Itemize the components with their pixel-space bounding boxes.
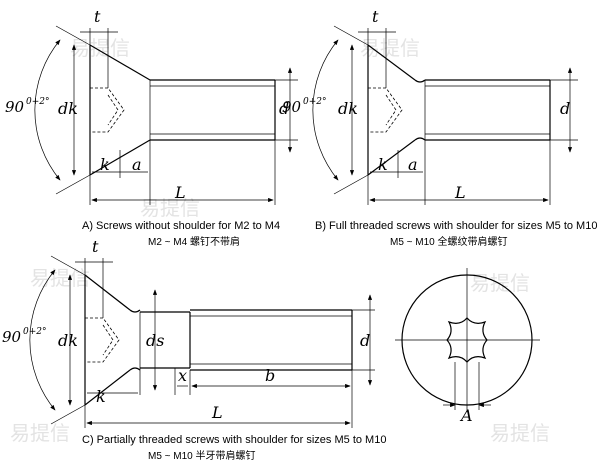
label-b: b: [265, 366, 275, 385]
caption-a-zh: M2 ~ M4 螺钉不带肩: [148, 235, 240, 248]
label-dk: dk: [58, 99, 78, 118]
label-k: k: [100, 155, 110, 174]
figure-a: t dk d k a L 90 0+2° A) Screws without s…: [5, 7, 298, 248]
label-ds: ds: [146, 331, 164, 350]
angle-base: 90: [2, 328, 22, 346]
figure-c: t dk ds d k x b L 90 0+2° C) Partially t…: [2, 237, 386, 462]
angle-tolerance: 0+2°: [303, 97, 327, 107]
label-dk: dk: [58, 331, 78, 350]
watermark-text: 易提信: [70, 36, 130, 60]
angle-base: 90: [282, 98, 302, 116]
caption-c-en: C) Partially threaded screws with should…: [82, 434, 386, 446]
label-x: x: [178, 366, 187, 385]
label-k: k: [96, 387, 106, 406]
label-k: k: [378, 155, 388, 174]
watermark-group: 易提信 易提信 易提信 易提信 易提信 易提信 易提信: [10, 36, 550, 445]
label-t: t: [94, 7, 101, 26]
label-d: d: [279, 99, 289, 118]
watermark-text: 易提信: [490, 421, 550, 445]
watermark-text: 易提信: [360, 36, 420, 60]
caption-c-zh: M5 ~ M10 半牙带肩螺钉: [148, 449, 256, 462]
label-t: t: [92, 237, 99, 256]
angle-tolerance: 0+2°: [26, 97, 50, 107]
label-L: L: [454, 183, 466, 202]
label-L: L: [211, 403, 223, 422]
label-d: d: [360, 331, 370, 350]
caption-b-en: B) Full threaded screws with shoulder fo…: [315, 220, 597, 232]
watermark-text: 易提信: [10, 421, 70, 445]
angle-base: 90: [5, 98, 25, 116]
label-t: t: [372, 7, 379, 26]
label-dk: dk: [338, 99, 358, 118]
label-A: A: [459, 406, 473, 425]
figure-b: t dk d k a L 90 0+2° B) Full threaded sc…: [282, 7, 597, 248]
watermark-text: 易提信: [140, 196, 200, 220]
figure-d-top-view: A: [395, 268, 540, 425]
label-L: L: [174, 183, 186, 202]
watermark-text: 易提信: [470, 271, 530, 295]
label-a: a: [132, 155, 142, 174]
label-d: d: [560, 99, 570, 118]
caption-a-en: A) Screws without shoulder for M2 to M4: [82, 220, 280, 232]
hexalobular-recess-icon: [446, 317, 488, 363]
caption-b-zh: M5 ~ M10 全螺纹带肩螺钉: [390, 235, 508, 248]
watermark-text: 易提信: [30, 266, 90, 290]
angle-tolerance: 0+2°: [23, 327, 47, 337]
label-a: a: [408, 155, 418, 174]
